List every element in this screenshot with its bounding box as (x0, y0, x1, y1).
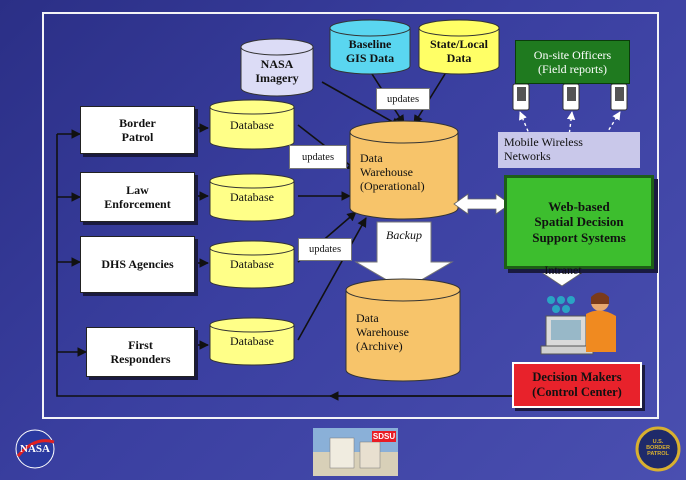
dhs-agencies-box: DHS Agencies (80, 236, 195, 293)
mobile-wireless-panel: Mobile Wireless Networks (498, 132, 640, 168)
handheld-device-icon-3 (610, 83, 628, 111)
database-label-2: Database (230, 190, 274, 205)
db-cylinder-1 (209, 99, 295, 150)
decision-makers-box: Decision Makers (Control Center) (512, 362, 642, 408)
warehouse-sdss-double-arrow (453, 193, 511, 215)
baseline-cylinder (329, 19, 411, 75)
warehouse-operational-cylinder (349, 120, 459, 220)
state-cylinder (418, 19, 500, 75)
law-enforcement-box: Law Enforcement (80, 172, 195, 222)
updates-tag-lower: updates (298, 238, 352, 261)
db-cylinder-3 (209, 240, 295, 289)
handheld-device-icon-2 (562, 83, 580, 111)
db-cylinder-2 (209, 173, 295, 222)
onsite-officers-box: On-site Officers (Field reports) (515, 40, 630, 84)
nasa-imagery-label: NASA Imagery (255, 57, 299, 85)
border-patrol-seal-text: U.S. BORDER PATROL (646, 439, 670, 457)
sdsu-campus-image (313, 428, 398, 476)
db-cylinder-4 (209, 317, 295, 366)
database-label-1: Database (230, 118, 274, 133)
border-patrol-seal-icon (635, 426, 681, 472)
baseline-gis-label: Baseline GIS Data (345, 37, 395, 65)
database-label-4: Database (230, 334, 274, 349)
computer-user-icon (540, 292, 616, 355)
backup-arrow (354, 221, 454, 291)
nasa-logo-icon (15, 429, 55, 469)
warehouse-archive-label: Data Warehouse (Archive) (356, 311, 410, 353)
database-label-3: Database (230, 257, 274, 272)
warehouse-operational-label: Data Warehouse (Operational) (360, 151, 425, 193)
nasa-logo-text: NASA (20, 442, 50, 455)
backup-label: Backup (386, 228, 422, 242)
nasa-cylinder (240, 38, 314, 97)
intranet-label: Intranet (544, 262, 582, 277)
first-responders-box: First Responders (86, 327, 195, 377)
diagram-frame (42, 12, 659, 419)
sdss-box: Web-based Spatial Decision Support Syste… (504, 175, 654, 269)
state-local-label: State/Local Data (430, 37, 488, 65)
handheld-device-icon-1 (512, 83, 530, 111)
arrow-nasa-wh (321, 81, 401, 127)
warehouse-archive-cylinder (345, 278, 461, 382)
arrow-db4-wh (297, 217, 367, 341)
sdsu-logo-text: SDSU (372, 431, 396, 441)
border-patrol-box: Border Patrol (80, 106, 195, 154)
updates-tag-top: updates (376, 88, 430, 110)
updates-tag-middle: updates (289, 145, 347, 169)
